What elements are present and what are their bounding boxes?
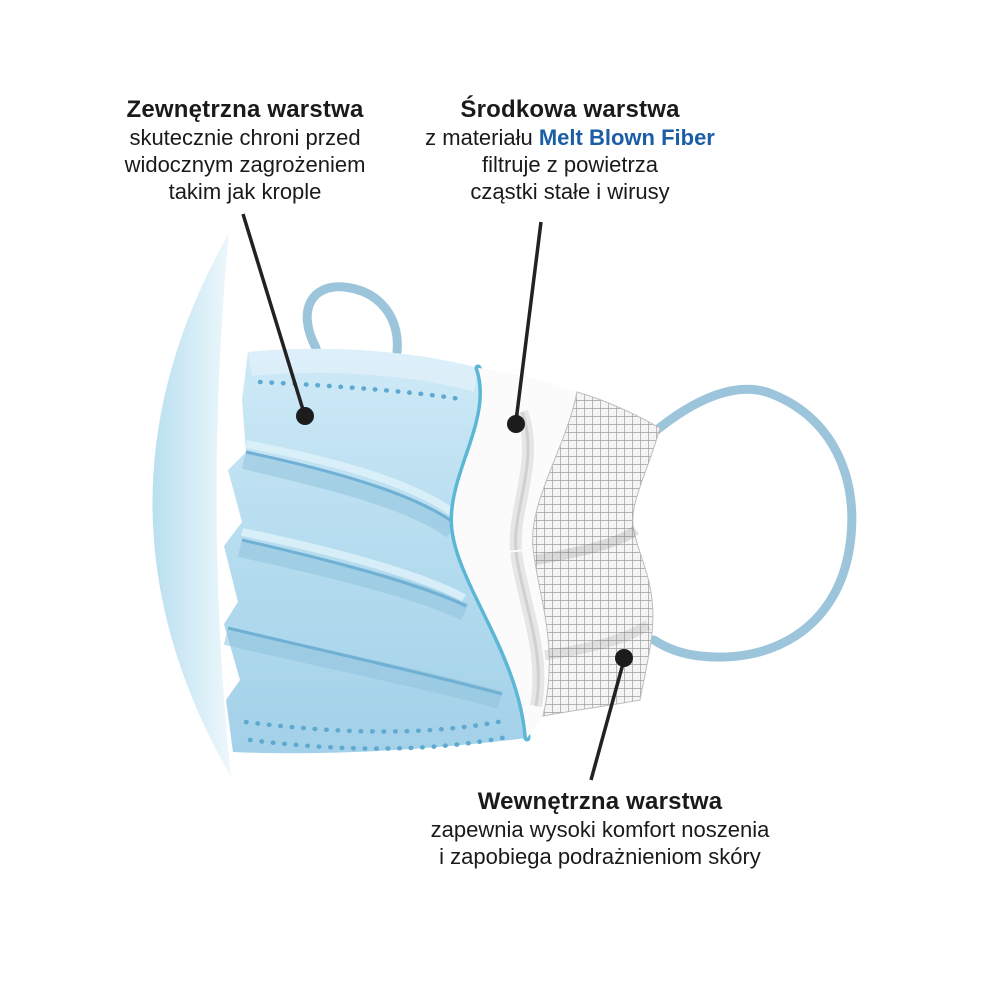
middle-layer-line1-prefix: z materiału bbox=[425, 125, 539, 150]
outer-layer-shape bbox=[223, 348, 531, 754]
middle-layer-line3: cząstki stałe i wirusy bbox=[470, 179, 670, 204]
label-outer-layer: Zewnętrzna warstwa skutecznie chroni prz… bbox=[108, 96, 382, 205]
callout-line-middle bbox=[514, 221, 543, 422]
inner-layer-line2: i zapobiega podrażnieniom skóry bbox=[439, 844, 761, 869]
middle-layer-title: Środkowa warstwa bbox=[460, 96, 680, 123]
callout-line-inner bbox=[589, 659, 626, 781]
outer-layer-line3: takim jak krople bbox=[168, 179, 322, 204]
middle-layer-line2: filtruje z powietrza bbox=[481, 152, 659, 177]
melt-blown-fiber-highlight: Melt Blown Fiber bbox=[538, 125, 715, 150]
middle-layer-shape bbox=[452, 368, 577, 738]
callout-dot-inner bbox=[615, 649, 633, 667]
callout-dot-middle bbox=[507, 415, 525, 433]
inner-layer-line1: zapewnia wysoki komfort noszenia bbox=[430, 817, 770, 842]
inner-mesh-shape bbox=[532, 391, 661, 717]
inner-layer-title: Wewnętrzna warstwa bbox=[477, 788, 723, 815]
stitch-dots-top bbox=[257, 379, 469, 403]
ear-loop-right bbox=[647, 384, 857, 662]
middle-layer-line1: z materiału Melt Blown Fiber bbox=[412, 124, 728, 151]
mask-side-crescent-shape bbox=[152, 233, 231, 777]
label-inner-layer: Wewnętrzna warstwa zapewnia wysoki komfo… bbox=[402, 788, 798, 870]
ear-loop-left bbox=[302, 282, 402, 357]
outer-layer-line1: skutecznie chroni przed bbox=[129, 125, 361, 150]
outer-layer-line2: widocznym zagrożeniem bbox=[124, 152, 366, 177]
label-middle-layer: Środkowa warstwa z materiału Melt Blown … bbox=[412, 96, 728, 205]
callout-dot-outer bbox=[296, 407, 314, 425]
callout-line-outer bbox=[241, 213, 306, 414]
outer-layer-title: Zewnętrzna warstwa bbox=[126, 96, 364, 123]
stitch-dots-bottom bbox=[243, 717, 511, 734]
